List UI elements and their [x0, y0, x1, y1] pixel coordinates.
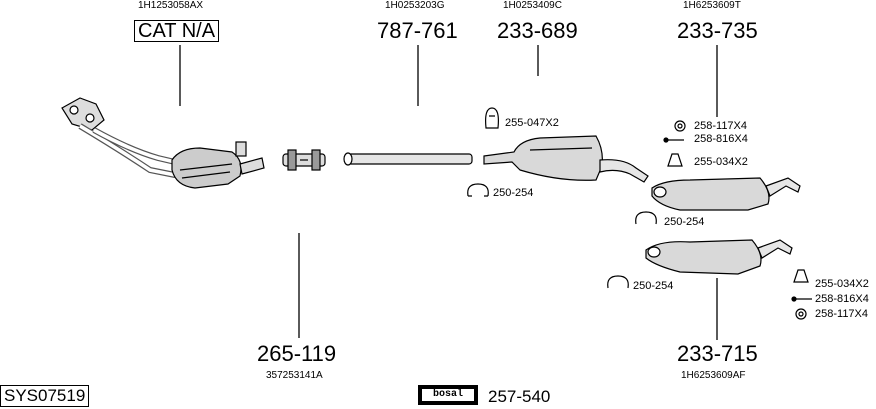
accessory-label[interactable]: 258-816X4	[815, 293, 869, 305]
accessory-label[interactable]: 255-047X2	[505, 117, 559, 129]
oem-number: 357253141A	[266, 370, 323, 381]
oem-number: 1H1253058AX	[138, 0, 204, 11]
clamp-icon	[635, 211, 657, 225]
center-silencer	[483, 135, 649, 183]
rear-silencer-lower	[645, 239, 793, 275]
rear-silencer-upper	[651, 177, 801, 211]
accessory-label[interactable]: 258-117X4	[815, 308, 869, 320]
accessory-label[interactable]: 250-254	[493, 187, 534, 199]
oem-number: 1H6253609AF	[681, 370, 746, 381]
accessory-label[interactable]: 258-117X4	[694, 120, 748, 132]
hanger-icon	[793, 269, 809, 283]
part-number[interactable]: 265-119	[257, 341, 337, 366]
part-number[interactable]: 233-689	[497, 18, 578, 43]
part-number[interactable]: 233-715	[677, 341, 758, 366]
oem-number: 1H0253409C	[503, 0, 562, 11]
bosal-logo: bosal	[418, 385, 478, 405]
front-pipe-catalyst	[61, 97, 265, 189]
accessory-label[interactable]: 258-816X4	[694, 133, 748, 145]
oem-number: 1H6253609T	[683, 0, 741, 11]
accessory-label[interactable]: 255-034X2	[815, 278, 869, 290]
logo-part-number[interactable]: 257-540	[488, 387, 551, 406]
hanger-icon	[667, 153, 683, 167]
accessory-label[interactable]: 255-034X2	[694, 156, 748, 168]
clamp-icon	[607, 275, 629, 289]
cat-label: CAT N/A	[134, 20, 220, 42]
rubber-mount-icon	[485, 107, 499, 129]
clamp-icon	[467, 183, 489, 197]
part-number[interactable]: 787-761	[377, 18, 458, 43]
middle-pipe	[343, 152, 473, 166]
part-number[interactable]: 233-735	[677, 18, 758, 43]
system-code: SYS07519	[0, 385, 90, 407]
connector-pipe	[282, 149, 326, 171]
accessory-label[interactable]: 250-254	[633, 280, 674, 292]
oem-number: 1H0253203G	[385, 0, 445, 11]
accessory-label[interactable]: 250-254	[664, 216, 705, 228]
